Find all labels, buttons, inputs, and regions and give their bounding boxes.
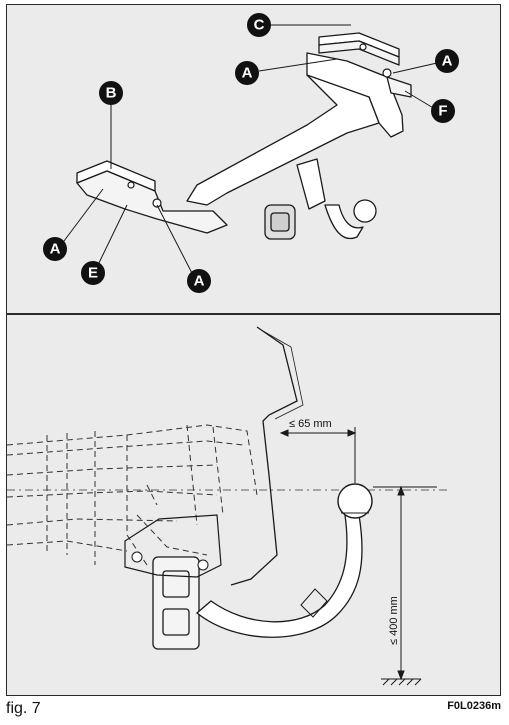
dimension-vertical-label: ≤ 400 mm xyxy=(388,596,400,645)
bolt-b xyxy=(127,181,135,189)
hook-arm xyxy=(195,514,363,638)
callout-a-right: A xyxy=(435,49,459,73)
towbar-assembly-panel: C A A F B A E A xyxy=(6,4,501,314)
dimension-vertical xyxy=(373,485,437,681)
figure-caption: fig. 7 xyxy=(6,700,41,717)
callout-label-e: E xyxy=(88,265,98,282)
callout-c: C xyxy=(247,13,271,37)
side-view-drawing: ≤ 65 mm ≤ 400 mm xyxy=(7,326,447,686)
cross-beam xyxy=(186,74,380,206)
callout-a-top: A xyxy=(235,61,259,85)
tow-ball xyxy=(353,199,377,223)
callout-f: F xyxy=(431,99,455,123)
callout-label-b: B xyxy=(106,85,117,102)
callout-e: E xyxy=(81,261,105,285)
tow-hook-neck xyxy=(324,204,364,240)
bolt-a-left xyxy=(152,198,162,208)
towbar-assembly-drawing: C A A F B A E A xyxy=(43,13,459,293)
bracket-f xyxy=(386,76,412,98)
callout-label-a: A xyxy=(50,241,61,258)
figure-code: F0L0236m xyxy=(447,700,501,712)
callout-label-a: A xyxy=(194,273,205,290)
callout-label-a: A xyxy=(242,65,253,82)
callout-a-bottom: A xyxy=(187,269,211,293)
socket-side xyxy=(152,556,200,650)
callout-b: B xyxy=(99,81,123,105)
side-view-panel: ≤ 65 mm ≤ 400 mm xyxy=(6,314,501,696)
tow-ball-side xyxy=(337,483,373,519)
callout-a-left: A xyxy=(43,237,67,261)
bumper-outline xyxy=(230,326,298,586)
left-bracket-body xyxy=(76,170,228,234)
hook-mount xyxy=(296,158,326,210)
right-bracket-body xyxy=(318,40,400,66)
bolt-c xyxy=(359,43,367,51)
callout-label-f: F xyxy=(438,103,447,120)
ground-hatch xyxy=(382,678,422,686)
dimension-horizontal xyxy=(279,427,357,483)
callout-label-a: A xyxy=(442,53,453,70)
callout-label-c: C xyxy=(254,17,265,34)
bolt-a-top-right xyxy=(382,68,392,78)
dimension-horizontal-label: ≤ 65 mm xyxy=(289,418,332,430)
